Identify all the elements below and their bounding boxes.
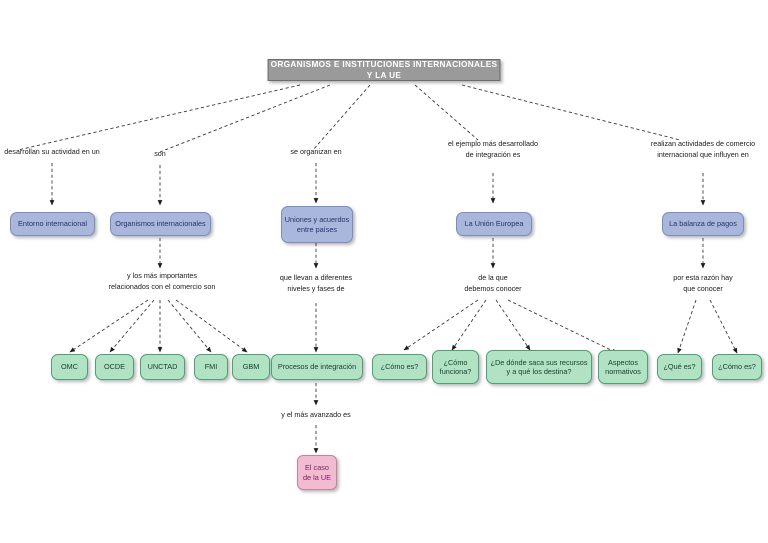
link-label-llevan-niveles-fases: que llevan a diferentes niveles y fases … xyxy=(279,273,353,294)
link-label-realizan-actividades: realizan actividades de comercio interna… xyxy=(650,139,756,160)
node-fmi[interactable]: FMI xyxy=(194,354,228,380)
node-bp-como-es[interactable]: ¿Cómo es? xyxy=(712,354,762,380)
node-ue-de-donde-saca-recursos[interactable]: ¿De dónde saca sus recursos y a qué los … xyxy=(486,350,592,384)
link-label-mas-avanzado-es: y el más avanzado es xyxy=(281,410,351,419)
node-ue-como-funciona[interactable]: ¿Cómo funciona? xyxy=(432,350,479,384)
node-la-union-europea[interactable]: La Unión Europea xyxy=(456,212,532,236)
node-procesos-de-integracion[interactable]: Procesos de integración xyxy=(271,354,363,380)
node-unctad[interactable]: UNCTAD xyxy=(140,354,185,380)
link-label-mas-importantes-comercio: y los más importantes relacionados con e… xyxy=(108,271,216,292)
node-bp-que-es[interactable]: ¿Qué es? xyxy=(657,354,702,380)
node-ocde[interactable]: OCDE xyxy=(95,354,134,380)
link-label-desarrollan-actividad: desarrollan su actividad en un xyxy=(4,147,100,156)
link-label-ejemplo-integracion: el ejemplo más desarrollado de integraci… xyxy=(448,139,538,160)
node-organismos-internacionales[interactable]: Organismos internacionales xyxy=(110,212,211,236)
root-node-organismos-instituciones[interactable]: ORGANISMOS E INSTITUCIONES INTERNACIONAL… xyxy=(267,59,501,81)
node-entorno-internacional[interactable]: Entorno internacional xyxy=(10,212,95,236)
link-label-por-esta-razon: por esta razón hay que conocer xyxy=(673,273,733,294)
node-gbm[interactable]: GBM xyxy=(232,354,270,380)
link-label-de-la-que-debemos-conocer: de la que debemos conocer xyxy=(464,273,522,294)
link-label-son: son xyxy=(154,149,166,158)
node-uniones-acuerdos-entre-paises[interactable]: Uniones y acuerdos entre países xyxy=(281,206,353,243)
node-la-balanza-de-pagos[interactable]: La balanza de pagos xyxy=(662,212,744,236)
node-ue-aspectos-normativos[interactable]: Aspectos normativos xyxy=(598,350,648,384)
link-label-se-organizan-en: se organizan en xyxy=(290,147,342,156)
node-ue-como-es[interactable]: ¿Cómo es? xyxy=(372,354,427,380)
node-omc[interactable]: OMC xyxy=(51,354,88,380)
node-el-caso-de-la-ue[interactable]: El caso de la UE xyxy=(297,455,337,490)
